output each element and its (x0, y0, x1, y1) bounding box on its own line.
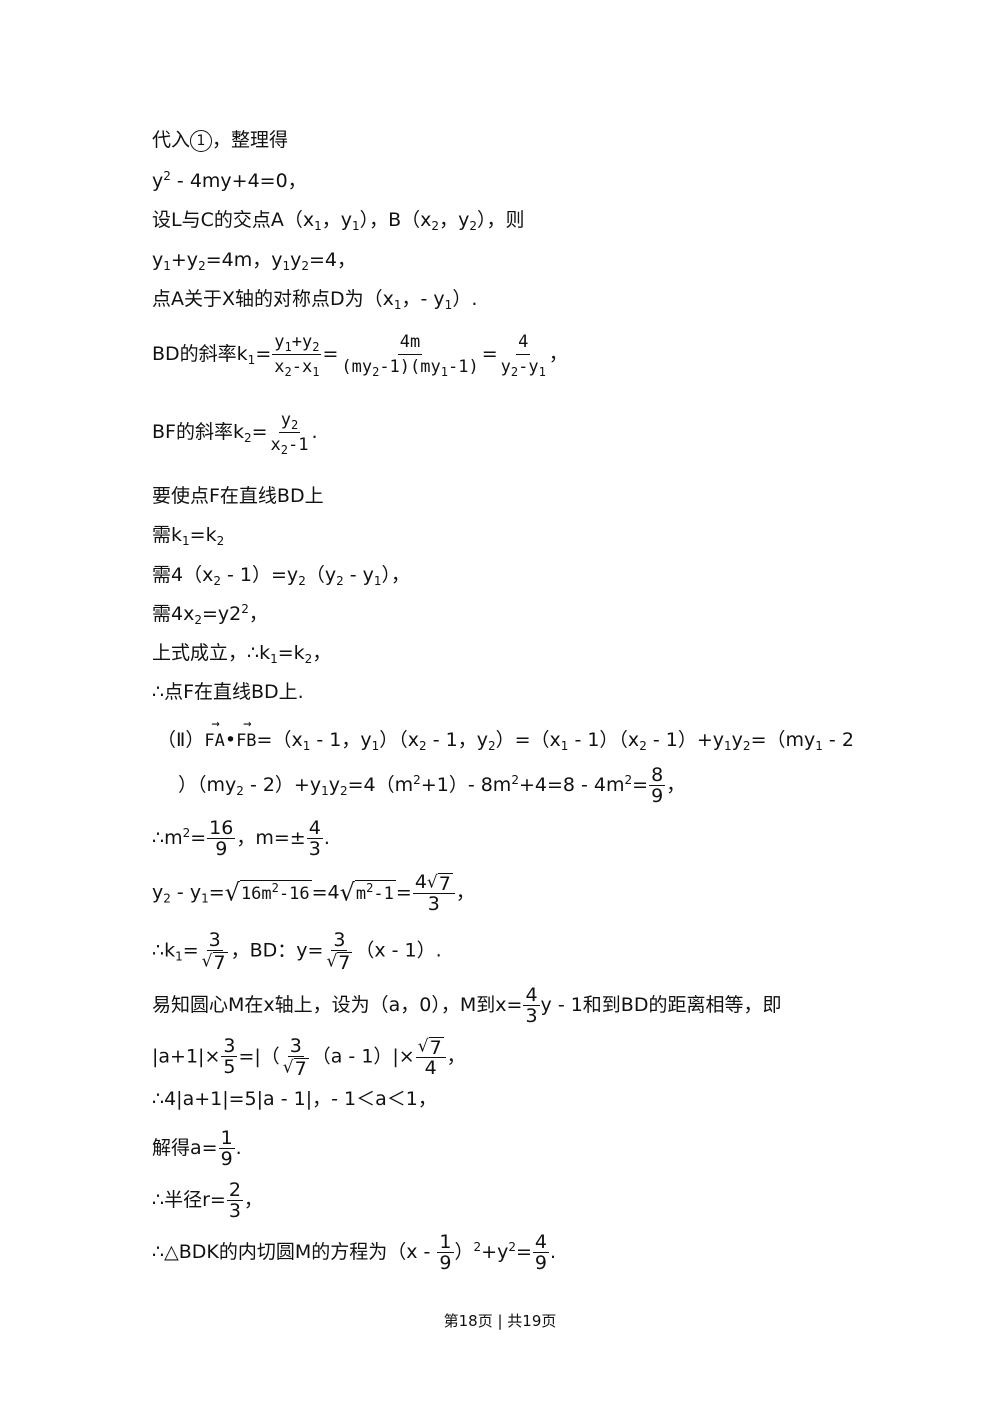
line-5: 点A关于X轴的对称点D为（x1，- y1）. (152, 288, 478, 312)
line-10: 需4（x2 - 1）=y2（y2 - y1）， (152, 564, 411, 588)
line-3: 设L与C的交点A（x1，y1），B（x2，y2），则 (152, 209, 525, 233)
line-2: y2 - 4my+4=0， (152, 169, 307, 192)
line-9: 需k1=k2 (152, 524, 225, 548)
fraction: 3√7 (201, 929, 228, 975)
fraction: 3√7 (326, 929, 353, 975)
vector-fb: FB (236, 712, 257, 753)
line-15: ）（my2 - 2）+y1y2=4（m2+1）- 8m2+4=8 - 4m2=8… (178, 764, 686, 807)
line-13: ∴点F在直线BD上. (152, 681, 304, 703)
fraction: 4m(my2-1)(my1-1) (341, 332, 479, 379)
sqrt-expression: √16m2-16 (224, 878, 312, 907)
circled-number: 1 (190, 129, 213, 152)
line-11: 需4x2=y22， (152, 602, 268, 627)
fraction: 3√7 (282, 1035, 309, 1081)
vector-fa: FA (204, 712, 225, 753)
line-14-part-ii: （Ⅱ）FA•FB=（x1 - 1，y1）（x2 - 1，y2）=（x1 - 1）… (157, 712, 854, 753)
sqrt-expression: √m2-1 (339, 878, 396, 907)
line-8: 要使点F在直线BD上 (152, 485, 324, 507)
line-21: ∴4|a+1|=5|a - 1|，- 1＜a＜1， (152, 1088, 437, 1110)
page-footer: 第18页 | 共19页 (443, 1312, 557, 1330)
line-18: ∴k1=3√7，BD：y=3√7（x - 1）. (152, 929, 442, 975)
line-12: 上式成立，∴k1=k2， (152, 642, 332, 666)
line-4: y1+y2=4m，y1y2=4， (152, 249, 357, 273)
